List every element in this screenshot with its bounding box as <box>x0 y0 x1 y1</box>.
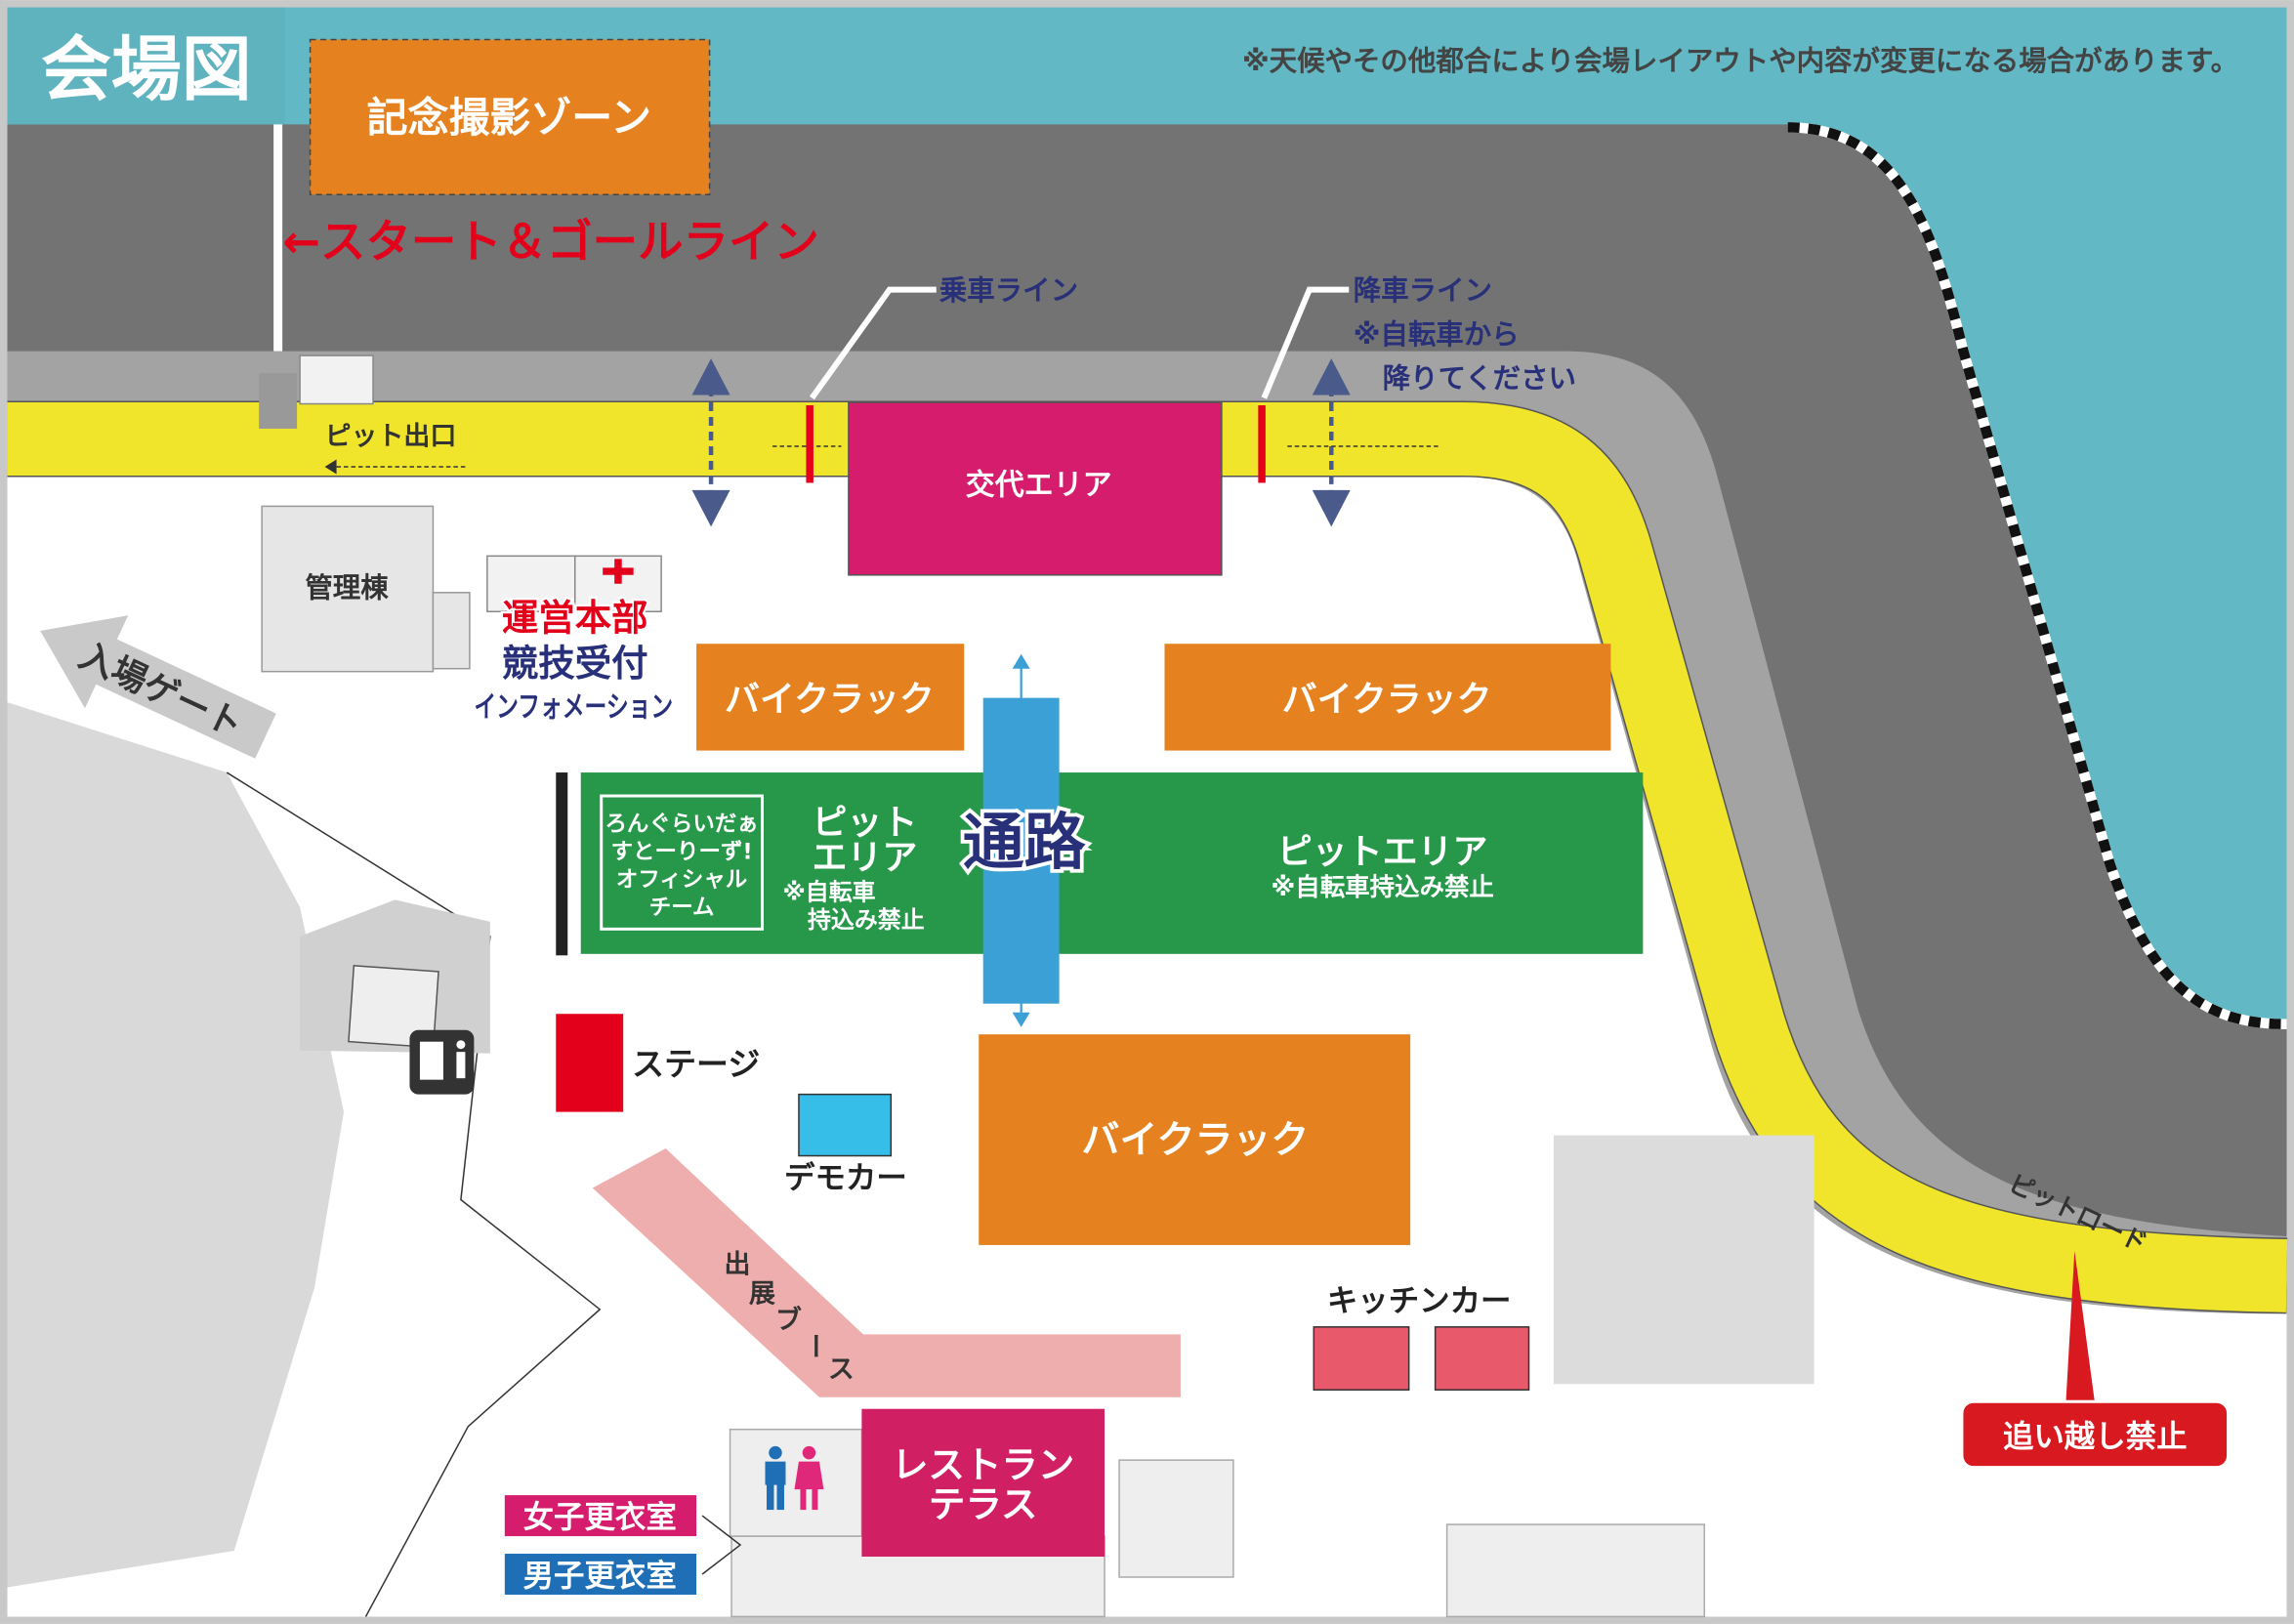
building <box>1118 1459 1234 1578</box>
locker-pointer <box>701 1515 742 1575</box>
arrow-head-icon <box>1012 653 1030 669</box>
alighting-line <box>1258 405 1266 483</box>
exchange-area-label: 交代エリア <box>966 468 1112 502</box>
svg-text:展: 展 <box>749 1278 775 1309</box>
pit-exit-label: ピット出口 <box>325 421 457 451</box>
bike-rack <box>696 644 965 751</box>
reception-label: 競技受付 <box>502 642 648 685</box>
alighting-note: 降りてください <box>1383 362 1576 395</box>
pit-area-label: ピットエリア <box>1277 832 1488 872</box>
curb-dashed <box>1787 122 2287 1029</box>
information-label: インフォメーション <box>474 690 673 725</box>
photo-zone <box>309 38 711 196</box>
restroom-sign-icon <box>409 1029 475 1095</box>
bike-rack <box>979 1034 1411 1245</box>
callout <box>810 286 937 400</box>
booth <box>259 373 298 430</box>
pit-area <box>580 772 1644 954</box>
pit-note: ※自転車 <box>782 878 875 905</box>
official-team-label: チーム <box>649 895 715 920</box>
pit-note: ※自転車持込み禁止 <box>1272 873 1494 902</box>
exchange-area <box>848 401 1223 576</box>
start-goal-pole <box>273 124 283 352</box>
men-locker-room <box>504 1554 697 1595</box>
svg-text:ー: ー <box>799 1333 829 1359</box>
pin-icon <box>2065 1250 2096 1405</box>
demo-car <box>798 1093 893 1157</box>
pit-area-label: エリア <box>812 838 917 878</box>
information-label-group: インフォメーション <box>474 690 673 725</box>
alighting-line-label: 降車ライン <box>1354 274 1492 307</box>
kitchen-car-label: キッチンカー <box>1327 1283 1512 1318</box>
restaurant-terrace <box>861 1408 1105 1558</box>
small-building <box>348 965 439 1049</box>
hq-label: 運営本部 <box>502 597 648 640</box>
stage-label: ステージ <box>632 1045 760 1083</box>
tent-icon <box>486 555 576 613</box>
svg-text:出: 出 <box>725 1249 751 1279</box>
bike-rack-label: バイクラック <box>1082 1119 1310 1163</box>
arrow-head-icon <box>324 459 337 475</box>
male-restroom-icon <box>765 1445 786 1511</box>
bike-rack-label: バイクラック <box>1282 680 1492 720</box>
no-overtaking-sign <box>1960 1399 2231 1470</box>
admin-building-label: 管理棟 <box>305 571 389 604</box>
demo-car-label: デモカー <box>784 1160 907 1196</box>
female-restroom-icon <box>794 1445 824 1511</box>
pit-lane <box>7 402 2288 1312</box>
title-box <box>7 7 286 125</box>
admin-annex <box>432 592 471 670</box>
outline <box>226 771 602 1617</box>
men-locker-room-label: 男子更衣室 <box>523 1558 677 1594</box>
passage-label: 通路 <box>963 807 1086 878</box>
no-overtaking-label: 追い越し禁止 <box>2003 1419 2188 1455</box>
kitchen-car <box>1313 1326 1410 1391</box>
boarding-line-label: 乗車ライン <box>939 274 1078 307</box>
building <box>1445 1523 1706 1618</box>
alighting-note: ※自転車から <box>1354 318 1520 351</box>
arrow-head-icon <box>1012 1012 1030 1027</box>
admin-building <box>261 505 435 673</box>
exhibition-booths <box>592 1148 1181 1397</box>
stage <box>556 1014 624 1112</box>
pit-area-label: ピット <box>812 803 917 843</box>
left-building-area <box>7 702 345 1588</box>
svg-text:ス: ス <box>828 1354 855 1385</box>
official-team-label: ろんぐらいだぁ <box>605 812 758 837</box>
official-team-box <box>600 794 765 931</box>
bike-rack-label: バイクラック <box>725 680 935 720</box>
red-cross-icon <box>603 559 634 584</box>
women-locker-label: 女子更衣室 <box>523 1499 677 1535</box>
svg-text:ブ: ブ <box>775 1304 802 1335</box>
official-team-label: すとーりーず! <box>611 839 753 864</box>
restaurant-label: テラス <box>929 1483 1038 1526</box>
women-locker-room <box>504 1495 697 1537</box>
booths-label: 出 展 ブ ー ス <box>725 1249 855 1385</box>
tent-icon <box>299 354 374 405</box>
crossing-arrow-icon <box>691 358 1351 527</box>
building <box>1553 1135 1814 1385</box>
boarding-line <box>806 405 813 483</box>
pit-note: 持込み禁止 <box>808 906 925 934</box>
photo-zone-label: 記念撮影ゾーン <box>367 94 651 142</box>
notice: ※天候やその他都合により会場レイアウトや内容が変更になる場合があります。 <box>1242 45 2238 77</box>
bike-rack <box>1164 644 1611 751</box>
official-team-label: オフィシャル <box>616 867 747 893</box>
kitchen-car <box>1434 1326 1530 1391</box>
start-goal-label: ←スタート＆ゴールライン <box>282 216 819 269</box>
barrier <box>556 772 568 956</box>
map-title: 会場図 <box>41 28 252 110</box>
callout <box>1261 286 1350 399</box>
restaurant-label: レストラン <box>892 1443 1074 1486</box>
